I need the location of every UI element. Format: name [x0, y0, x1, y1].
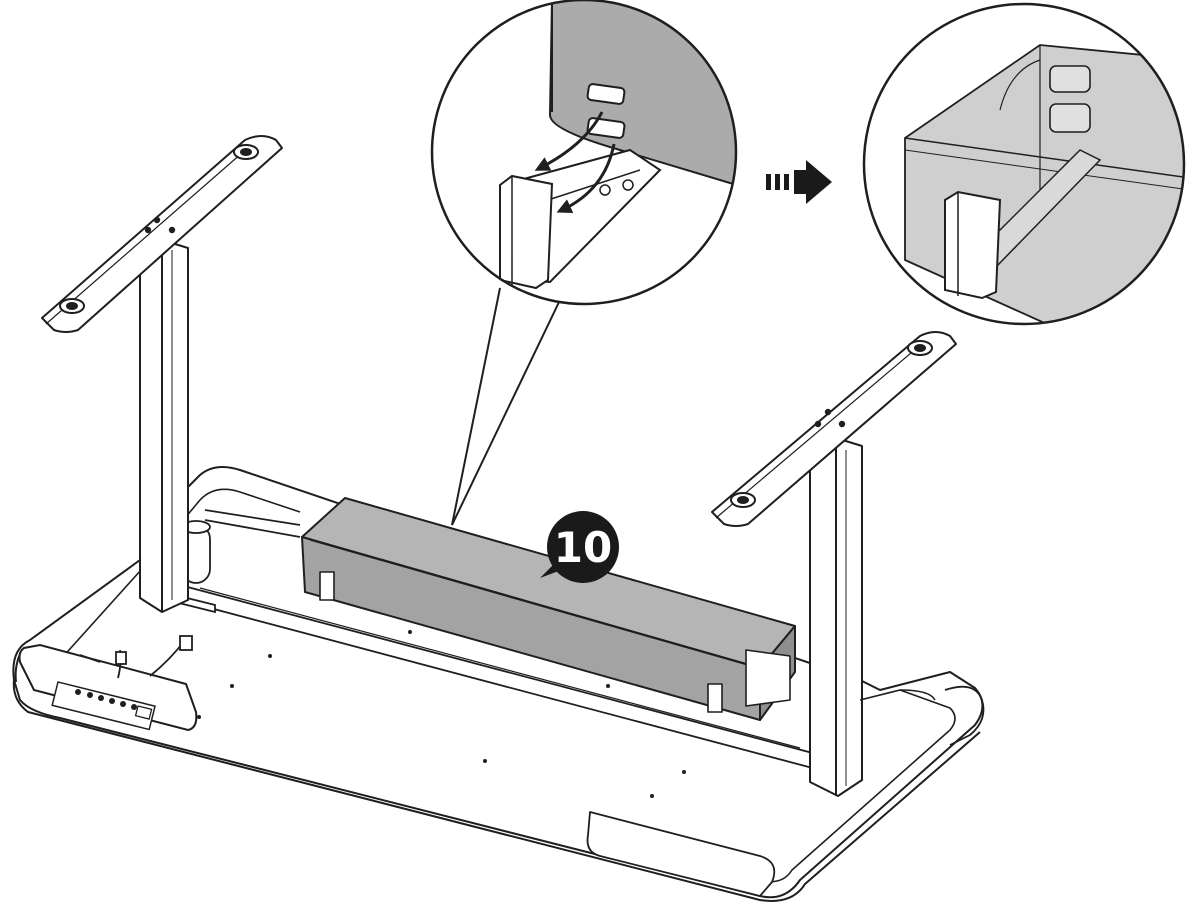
part-number-callout: 10 — [540, 511, 619, 583]
left-leg — [41, 135, 283, 613]
detail-circle-installed — [862, 2, 1186, 326]
cable-tray — [301, 497, 796, 721]
control-panel — [18, 643, 198, 732]
dashed-arrow-right-icon — [766, 160, 832, 204]
right-leg — [711, 331, 957, 797]
detail-circle-insert — [430, 0, 738, 306]
power-cables — [79, 635, 193, 679]
control-buttons — [75, 689, 137, 710]
part-number-label: 10 — [554, 523, 612, 572]
curved-arrow-icon — [534, 111, 616, 214]
mounting-holes — [197, 630, 686, 798]
zoom-leader-lines — [451, 287, 561, 526]
